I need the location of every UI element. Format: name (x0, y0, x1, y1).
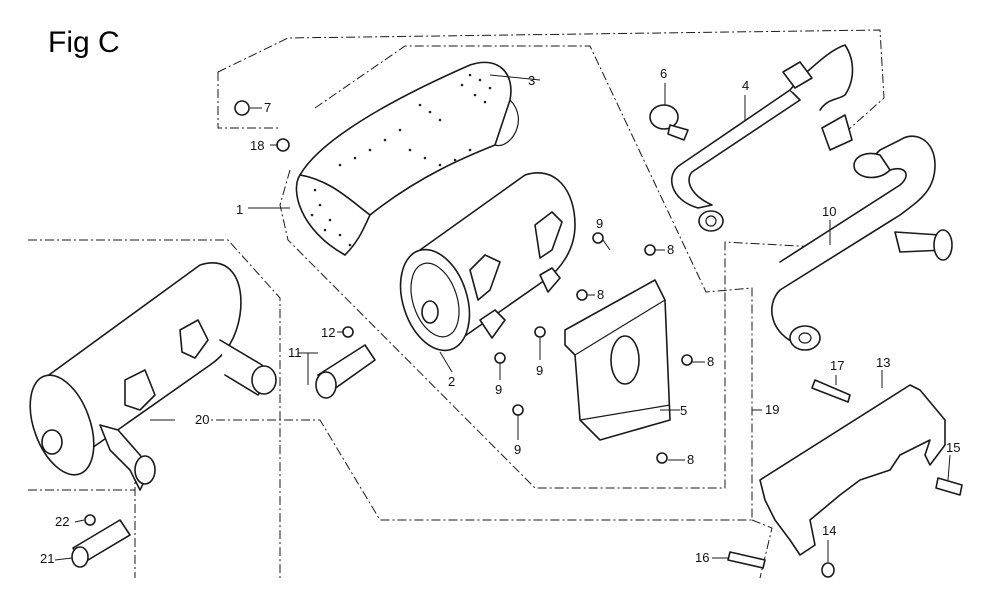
bolt-9d (512, 404, 524, 416)
callout-8c: 8 (707, 354, 714, 369)
callout-11: 11 (288, 345, 302, 360)
bolt-16 (727, 551, 766, 569)
callout-7: 7 (264, 100, 271, 115)
callout-17: 17 (830, 358, 844, 373)
callout-9b: 9 (536, 363, 543, 378)
callout-1: 1 (236, 202, 243, 217)
callout-22: 22 (55, 514, 69, 529)
fasteners (84, 100, 963, 578)
callout-2: 2 (448, 374, 455, 389)
bolt-8c (681, 354, 693, 366)
spacer-15 (935, 477, 963, 496)
callout-8d: 8 (687, 452, 694, 467)
callout-8b: 8 (597, 287, 604, 302)
callout-13: 13 (876, 355, 890, 370)
callout-labels: 1 2 3 4 5 6 7 8 8 8 8 9 9 9 9 10 11 12 1… (40, 66, 960, 566)
bolt-9b (534, 326, 546, 338)
pipe-clamp (649, 104, 689, 141)
figure-title: Fig C (48, 26, 120, 59)
callout-3: 3 (528, 73, 535, 88)
spark-arrester-lower (71, 519, 131, 568)
callout-19: 19 (765, 402, 779, 417)
nut-14 (821, 562, 835, 578)
nut-7 (234, 100, 250, 116)
inner-muffler (399, 172, 576, 352)
screw-22 (84, 514, 96, 526)
washer-18 (276, 138, 290, 152)
callout-5: 5 (680, 403, 687, 418)
callout-6: 6 (660, 66, 667, 81)
bolt-17 (811, 379, 851, 403)
callout-16: 16 (695, 550, 709, 565)
heat-shield-perforated (295, 61, 519, 256)
callout-9a: 9 (596, 216, 603, 231)
callout-10: 10 (822, 204, 836, 219)
bolt-9c (494, 352, 506, 364)
assembly-boundary-lines (28, 29, 885, 579)
callout-21: 21 (40, 551, 54, 566)
callout-9d: 9 (514, 442, 521, 457)
mounting-bracket (564, 279, 671, 441)
callout-8a: 8 (667, 242, 674, 257)
callout-20: 20 (195, 412, 209, 427)
callout-4: 4 (742, 78, 749, 93)
lower-heat-shield (759, 384, 946, 556)
callout-14: 14 (822, 523, 836, 538)
callout-15: 15 (946, 440, 960, 455)
bolt-8a (644, 244, 656, 256)
spark-arrester (315, 344, 376, 399)
callout-12: 12 (321, 325, 335, 340)
exhaust-pipe-upper (670, 44, 854, 232)
bolt-9a (592, 232, 604, 244)
muffler-assembly (29, 262, 277, 491)
screw-12 (342, 326, 354, 338)
bolt-8b (576, 289, 588, 301)
heat-shield-perforations (310, 73, 492, 247)
callout-18: 18 (250, 138, 264, 153)
callout-9c: 9 (495, 382, 502, 397)
exhaust-pipe-lower (771, 135, 953, 351)
bolt-8d (656, 452, 668, 464)
leader-lines (54, 74, 951, 562)
